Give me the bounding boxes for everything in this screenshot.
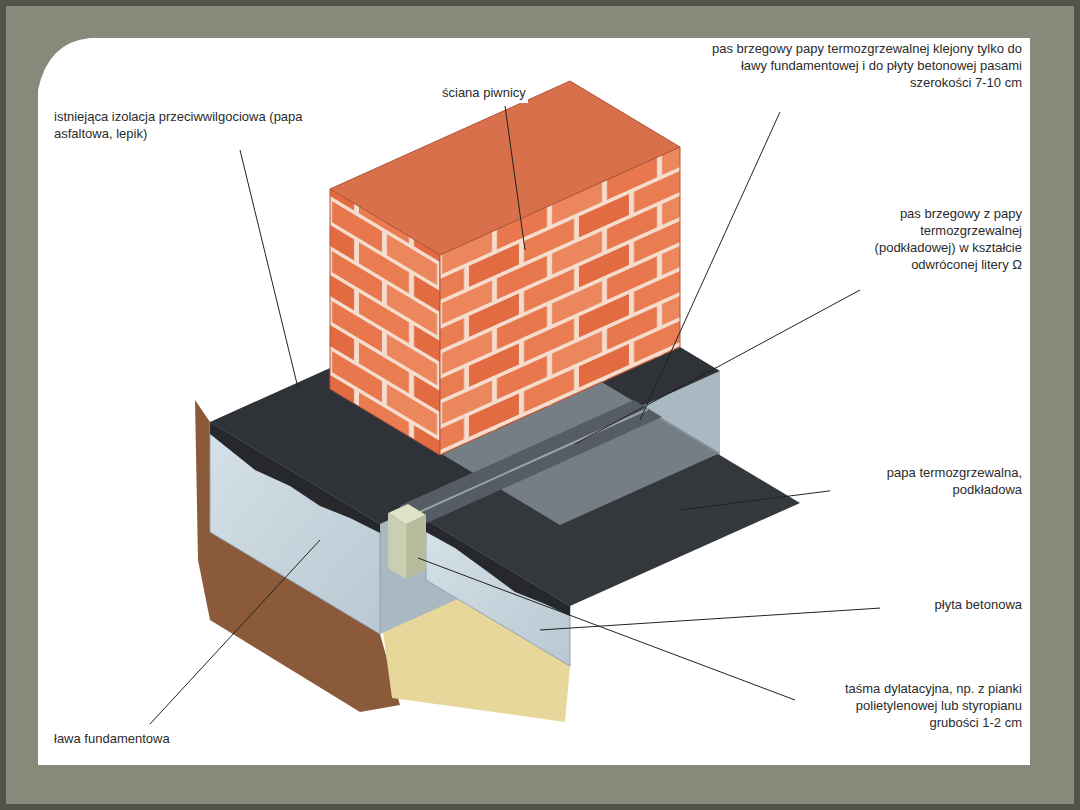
- tar-paper-edge: [210, 422, 380, 533]
- expansion-tape-front: [388, 513, 406, 579]
- wall-end-face: [330, 189, 440, 455]
- leader-line: [505, 106, 525, 250]
- callout-label: ściana piwnicy: [440, 84, 528, 103]
- leader-line: [640, 112, 780, 420]
- leader-line: [240, 150, 298, 388]
- leader-line: [575, 290, 860, 444]
- leader-line: [150, 540, 320, 724]
- callout-label: płyta betonowa: [880, 596, 1024, 615]
- callout-label: istniejąca izolacja przeciwwilgociowa (p…: [52, 108, 318, 144]
- callout-label: pas brzegowy papy termozgrzewalnej klejo…: [700, 40, 1024, 93]
- slide-border: [3, 3, 1077, 807]
- callout-label: ława fundamentowa: [52, 730, 172, 749]
- wall-inner-face: [440, 147, 680, 455]
- leader-line: [418, 558, 795, 700]
- callout-label: taśma dylatacyjna, np. z pianki polietyl…: [805, 680, 1024, 733]
- callout-label: pas brzegowy z papy termozgrzewalnej (po…: [845, 205, 1024, 275]
- expansion-tape-side: [406, 515, 426, 579]
- tar-paper-edge: [426, 520, 570, 616]
- leader-line: [540, 606, 912, 630]
- white-panel: [38, 38, 1030, 765]
- callout-label: papa termozgrzewalna, podkładowa: [830, 464, 1024, 500]
